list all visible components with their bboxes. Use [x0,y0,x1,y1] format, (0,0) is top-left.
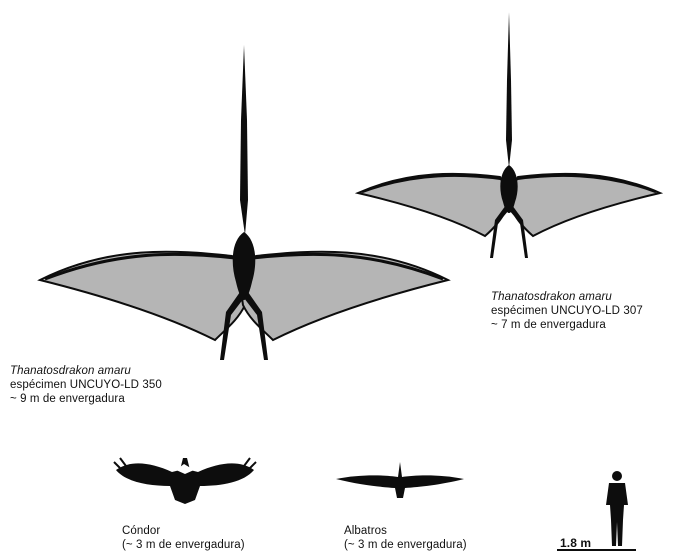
wingspan-text: ~ 9 m de envergadura [10,392,162,406]
pterosaur-medium-silhouette [358,12,660,258]
species-name: Thanatosdrakon amaru [491,290,643,304]
albatros-label: Albatros (~ 3 m de envergadura) [344,524,467,552]
species-name: Thanatosdrakon amaru [10,364,162,378]
condor-label: Cóndor (~ 3 m de envergadura) [122,524,245,552]
wingspan-text: (~ 3 m de envergadura) [122,538,245,552]
specimen-id: espécimen UNCUYO-LD 307 [491,304,643,318]
wingspan-text: (~ 3 m de envergadura) [344,538,467,552]
specimen-label-large: Thanatosdrakon amaru espécimen UNCUYO-LD… [10,364,162,406]
bird-name: Albatros [344,524,467,538]
specimen-id: espécimen UNCUYO-LD 350 [10,378,162,392]
albatross-silhouette [336,462,464,498]
human-silhouette [606,471,628,546]
condor-silhouette [114,458,256,504]
specimen-label-medium: Thanatosdrakon amaru espécimen UNCUYO-LD… [491,290,643,332]
scale-bar-label: 1.8 m [560,536,591,550]
wingspan-text: ~ 7 m de envergadura [491,318,643,332]
bird-name: Cóndor [122,524,245,538]
pterosaur-large-silhouette [40,45,448,360]
